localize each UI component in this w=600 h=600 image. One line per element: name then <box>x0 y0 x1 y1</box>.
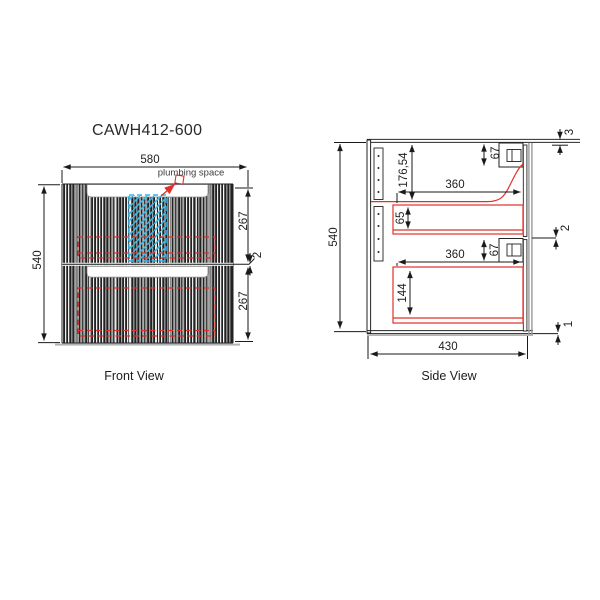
front-dimension-lines <box>38 164 255 344</box>
plumbing-leader-tag <box>174 174 185 185</box>
top-drawer-handle-recess <box>86 184 209 198</box>
side-dim-bottom-drawer-inner: 144 <box>397 282 409 303</box>
drawer-slide-screws <box>377 155 380 253</box>
side-front-edge-shadow-2 <box>531 142 533 335</box>
side-dim-bottom-drawer-depth: 360 <box>445 249 465 261</box>
side-drawer-inner-boxes <box>371 163 524 324</box>
side-bottom-drawer-front <box>522 239 528 332</box>
bottom-drawer-handle-recess <box>86 266 209 278</box>
front-dim-height: 540 <box>32 250 44 270</box>
plumbing-space-hatch <box>128 194 167 262</box>
side-dim-depth: 430 <box>438 340 458 353</box>
plumbing-leader-arrow <box>160 183 176 197</box>
front-dim-gap: 2 <box>252 251 264 259</box>
side-top-panel <box>367 138 580 143</box>
side-handle-profiles <box>498 142 524 263</box>
side-dim-bottom-handle: 67 <box>489 243 501 257</box>
side-dim-top-handle: 67 <box>490 146 502 159</box>
side-dim-top-drawer-inner: 65 <box>395 211 407 224</box>
front-dim-width: 580 <box>140 154 160 166</box>
plumbing-space-label: plumbing space <box>157 167 225 178</box>
front-shadow-line <box>55 343 240 346</box>
side-dim-top-offset: 176,54 <box>398 152 410 188</box>
side-back-panel <box>366 139 372 334</box>
side-view-drawing <box>334 129 580 359</box>
side-front-edge-shadow-1 <box>528 142 530 335</box>
model-number-title: CAWH412-600 <box>92 122 203 139</box>
side-dim-gap-middle: 2 <box>560 224 572 232</box>
side-dimension-lines <box>334 129 568 359</box>
side-dim-height: 540 <box>328 227 340 247</box>
drawer-slide-rails <box>373 147 384 262</box>
side-top-drawer-front <box>522 144 528 237</box>
side-dim-top-drawer-depth: 360 <box>445 179 465 191</box>
side-shadow-line <box>367 334 533 336</box>
side-dim-gap-bottom: 1 <box>563 320 575 328</box>
front-view-caption: Front View <box>104 369 164 383</box>
front-dim-top-drawer: 267 <box>238 211 250 231</box>
front-view-drawing <box>38 164 255 346</box>
side-bottom-panel <box>367 330 533 335</box>
front-dim-bottom-drawer: 267 <box>238 291 250 311</box>
side-view-caption: Side View <box>421 369 477 383</box>
front-cabinet-outline <box>61 183 234 344</box>
front-drawer-inner-boxes <box>77 236 216 337</box>
side-dim-gap-top: 3 <box>564 128 576 136</box>
